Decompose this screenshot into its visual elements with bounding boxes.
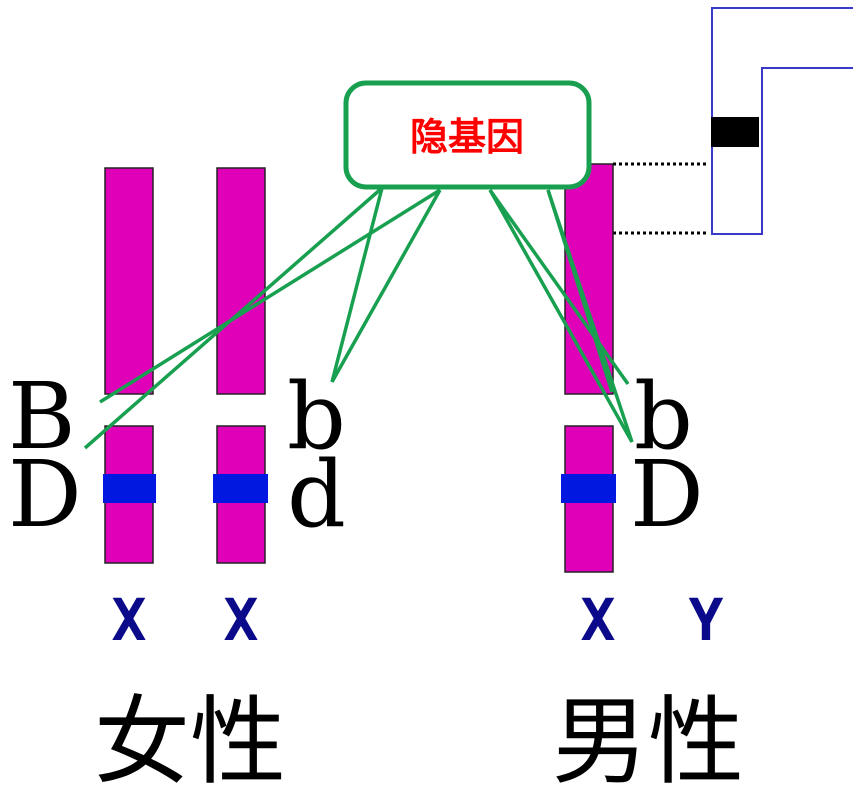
pointer-line	[330, 187, 384, 383]
allele-label-d: d	[287, 441, 346, 548]
pointer-line	[99, 188, 441, 404]
callout-text: 隐基因	[410, 114, 524, 159]
allele-label-b: b	[287, 363, 346, 470]
pointer-line	[488, 189, 634, 443]
chromosome-band	[103, 474, 156, 503]
allele-label-B: B	[8, 363, 76, 470]
allele-label-D: D	[8, 441, 82, 548]
allele-label-D-male: D	[630, 441, 704, 548]
chromosome-label-y: Y	[689, 586, 724, 654]
zoom-inset	[613, 7, 853, 235]
chromosome-label-x: X	[112, 586, 147, 654]
female-x-chromosome-2	[213, 167, 268, 564]
pointer-line	[488, 188, 630, 386]
inset-outline	[711, 7, 853, 235]
female-label: 女性	[94, 686, 286, 789]
callout-box	[343, 80, 592, 190]
pointer-line	[546, 189, 614, 393]
chromosome-band	[561, 474, 616, 503]
callout-pointers	[83, 186, 634, 450]
chromosome-label-x: X	[581, 586, 616, 654]
chromosome-upper-arm	[216, 167, 266, 395]
callout: 隐基因	[343, 80, 592, 190]
pointer-line	[330, 189, 442, 383]
chromosome-label-x: X	[224, 586, 259, 654]
inset-gene-block	[711, 117, 759, 147]
male-label: 男性	[552, 686, 744, 789]
chromosome-upper-arm	[104, 167, 154, 395]
allele-label-b-male: b	[634, 363, 693, 470]
female-x-chromosome-1	[103, 167, 156, 564]
chromosome-band	[213, 474, 268, 503]
